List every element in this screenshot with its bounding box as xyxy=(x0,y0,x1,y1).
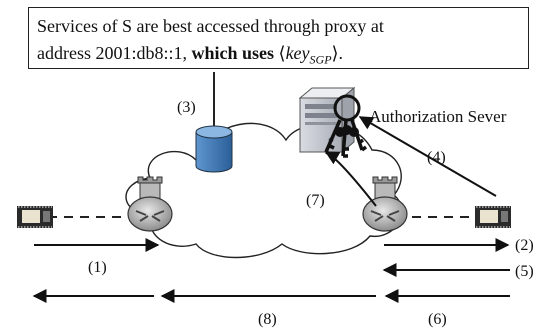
left-router-icon xyxy=(127,176,173,232)
key-open-bracket: ⟨ xyxy=(278,43,286,63)
arrow-7 xyxy=(324,151,377,207)
key-close-bracket: ⟩. xyxy=(331,43,344,63)
step-label-7: (7) xyxy=(306,192,325,209)
step-label-3: (3) xyxy=(177,99,196,116)
callout-line-1: Services of S are best accessed through … xyxy=(37,16,384,36)
step-label-5: (5) xyxy=(515,263,534,280)
auth-server-label: Authorization Sever xyxy=(369,107,507,126)
step-label-8: (8) xyxy=(258,311,277,328)
step-label-4: (4) xyxy=(427,149,446,166)
database-icon xyxy=(195,72,233,173)
step-label-2: (2) xyxy=(515,237,534,254)
callout-bold-text: which uses xyxy=(191,43,275,63)
step-label-1: (1) xyxy=(88,259,107,276)
key-name: key xyxy=(285,43,310,63)
callout-line-2: address 2001:db8::1, which uses ⟨keySGP⟩… xyxy=(37,40,528,67)
step-label-6: (6) xyxy=(428,311,447,328)
key-subscript: SGP xyxy=(309,52,332,67)
callout-address-text: address 2001:db8::1, xyxy=(37,43,187,63)
left-iot-device xyxy=(17,206,53,228)
arrow-4 xyxy=(358,116,497,197)
callout-box: Services of S are best accessed through … xyxy=(28,7,529,69)
right-iot-device xyxy=(475,206,511,228)
right-router-icon xyxy=(362,176,408,232)
